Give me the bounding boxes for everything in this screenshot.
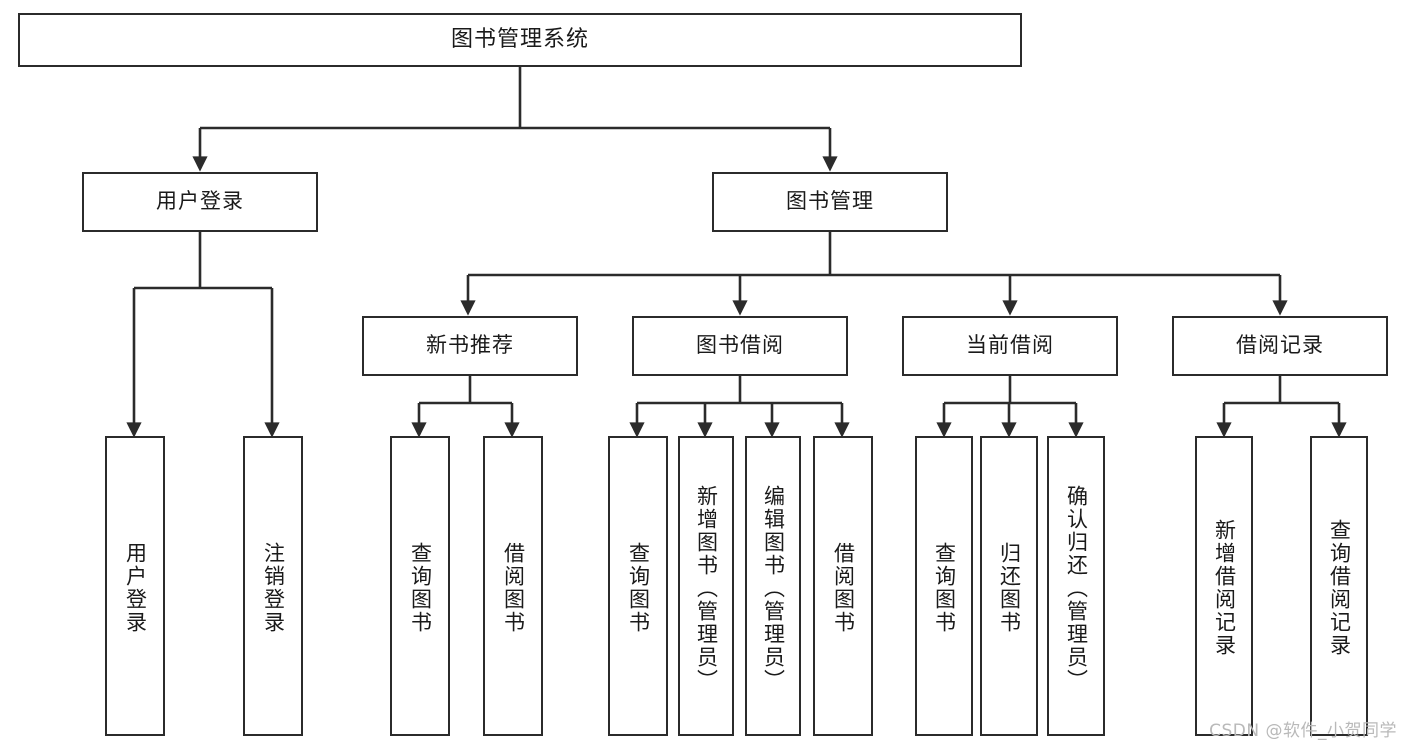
leaf-return-book-label: 归还图书	[997, 542, 1022, 634]
leaf-add-borrow-record[interactable]: 新增借阅记录	[1195, 436, 1253, 736]
node-root[interactable]: 图书管理系统	[18, 13, 1022, 67]
leaf-edit-book-admin[interactable]: 编辑图书（管理员）	[745, 436, 801, 736]
leaf-edit-book-admin-label: 编辑图书（管理员）	[761, 484, 786, 692]
leaf-confirm-return-admin[interactable]: 确认归还（管理员）	[1047, 436, 1105, 736]
leaf-query-book-a[interactable]: 查询图书	[390, 436, 450, 736]
node-book-borrow[interactable]: 图书借阅	[632, 316, 848, 376]
node-user-login[interactable]: 用户登录	[82, 172, 318, 232]
node-current-borrow-label: 当前借阅	[966, 333, 1054, 358]
leaf-query-book-b[interactable]: 查询图书	[608, 436, 668, 736]
csdn-watermark: CSDN @软件_小贺同学	[1209, 721, 1397, 741]
leaf-logout[interactable]: 注销登录	[243, 436, 303, 736]
leaf-query-book-b-label: 查询图书	[626, 542, 651, 634]
node-new-book-recommend-label: 新书推荐	[426, 333, 514, 358]
leaf-query-book-c[interactable]: 查询图书	[915, 436, 973, 736]
node-borrow-record-label: 借阅记录	[1236, 333, 1324, 358]
node-book-borrow-label: 图书借阅	[696, 333, 784, 358]
leaf-borrow-book-b[interactable]: 借阅图书	[813, 436, 873, 736]
leaf-query-borrow-record[interactable]: 查询借阅记录	[1310, 436, 1368, 736]
node-book-management[interactable]: 图书管理	[712, 172, 948, 232]
leaf-logout-label: 注销登录	[261, 542, 286, 634]
leaf-query-book-c-label: 查询图书	[932, 542, 957, 634]
leaf-query-book-a-label: 查询图书	[408, 542, 433, 634]
node-user-login-label: 用户登录	[156, 189, 244, 214]
leaf-add-borrow-record-label: 新增借阅记录	[1212, 519, 1237, 657]
leaf-borrow-book-a-label: 借阅图书	[501, 542, 526, 634]
leaf-return-book[interactable]: 归还图书	[980, 436, 1038, 736]
node-new-book-recommend[interactable]: 新书推荐	[362, 316, 578, 376]
leaf-user-login[interactable]: 用户登录	[105, 436, 165, 736]
node-borrow-record[interactable]: 借阅记录	[1172, 316, 1388, 376]
leaf-query-borrow-record-label: 查询借阅记录	[1327, 519, 1352, 657]
node-root-label: 图书管理系统	[450, 26, 589, 52]
leaf-confirm-return-admin-label: 确认归还（管理员）	[1064, 484, 1089, 692]
leaf-add-book-admin[interactable]: 新增图书（管理员）	[678, 436, 734, 736]
node-current-borrow[interactable]: 当前借阅	[902, 316, 1118, 376]
leaf-borrow-book-b-label: 借阅图书	[831, 542, 856, 634]
node-book-management-label: 图书管理	[786, 189, 874, 214]
leaf-user-login-label: 用户登录	[123, 542, 148, 634]
leaf-borrow-book-a[interactable]: 借阅图书	[483, 436, 543, 736]
leaf-add-book-admin-label: 新增图书（管理员）	[694, 484, 719, 692]
